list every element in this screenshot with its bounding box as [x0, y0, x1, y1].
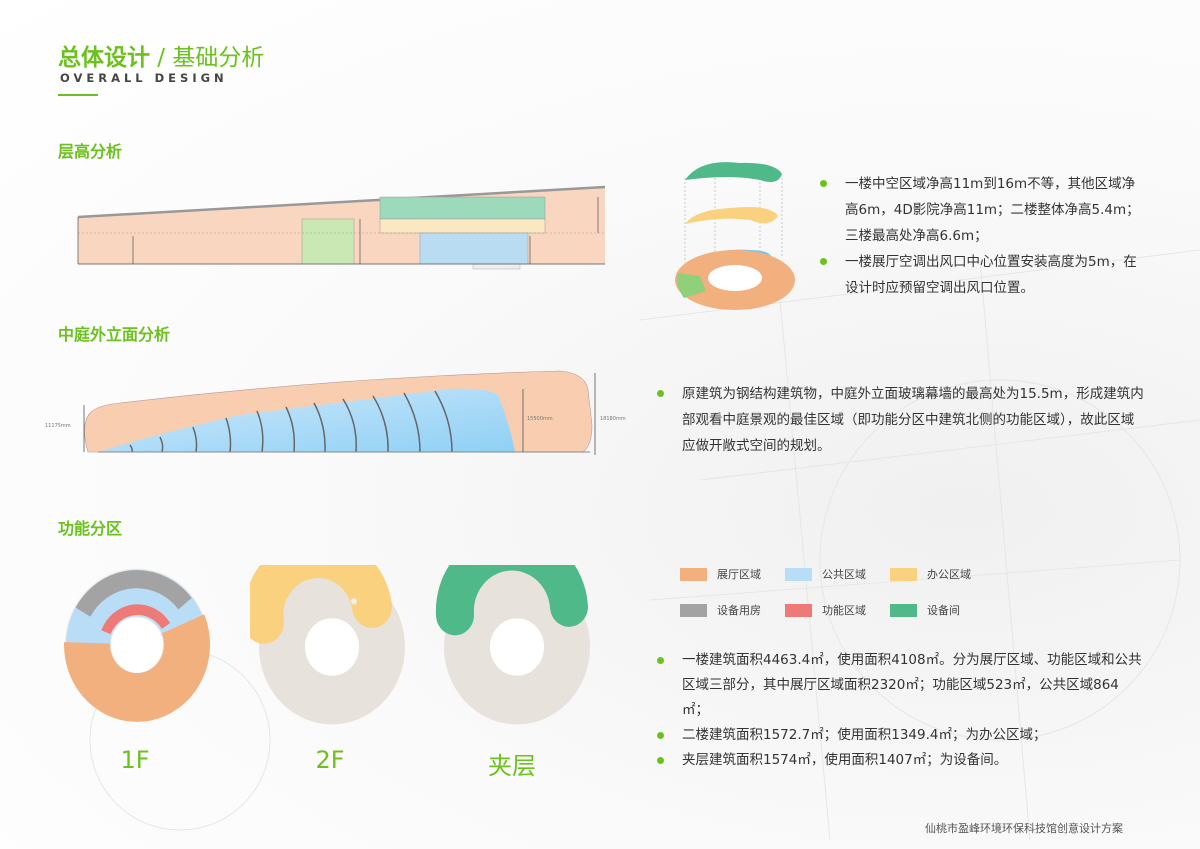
legend-item: 设备用房	[680, 602, 785, 618]
label-1f: 1F	[120, 746, 150, 774]
legend-swatch	[680, 567, 707, 581]
dim-15500: 15500mm	[527, 416, 553, 422]
bullet-item: 一楼展厅空调出风口中心位置安装高度为5m，在设计时应预留空调出风口位置。	[818, 249, 1148, 301]
legend-item: 办公区域	[890, 566, 995, 582]
legend-label: 办公区域	[927, 568, 971, 581]
floor-height-section-diagram	[77, 185, 606, 270]
legend-label: 公共区域	[822, 568, 866, 581]
legend-item: 公共区域	[785, 566, 890, 582]
floor-plan-1f	[64, 568, 210, 722]
title-main: 总体设计	[58, 45, 150, 71]
legend-item: 功能区域	[785, 602, 890, 618]
second-floor-layer	[685, 207, 778, 224]
bullet-item: 夹层建筑面积1574㎡，使用面积1407㎡；为设备间。	[655, 748, 1145, 773]
floor-height-notes: 一楼中空区域净高11m到16m不等，其他区域净高6m，4D影院净高11m；二楼整…	[818, 171, 1148, 301]
bullet-item: 原建筑为钢结构建筑物，中庭外立面玻璃幕墙的最高处为15.5m，形成建筑内部观看中…	[655, 381, 1145, 459]
legend-label: 展厅区域	[717, 568, 761, 581]
legend-item: 设备间	[890, 602, 995, 618]
zoning-legend: 展厅区域 公共区域 办公区域 设备用房 功能区域 设备间	[680, 566, 1010, 618]
title-underline	[58, 94, 98, 96]
bullet-item: 二楼建筑面积1572.7㎡；使用面积1349.4㎡；为办公区域；	[655, 723, 1145, 748]
title-sub: 基础分析	[172, 45, 265, 71]
legend-swatch	[785, 567, 812, 581]
mezzanine-layer	[685, 162, 782, 182]
dim-11175: 11175mm	[45, 423, 71, 429]
legend-item: 展厅区域	[680, 566, 785, 582]
legend-label: 设备用房	[717, 604, 761, 617]
floor-plan-mezzanine	[435, 565, 590, 725]
label-2f: 2F	[315, 746, 345, 774]
label-mezzanine: 夹层	[488, 752, 536, 780]
section-title-zoning: 功能分区	[58, 519, 123, 538]
title-separator: /	[150, 45, 173, 71]
bullet-item: 一楼建筑面积4463.4㎡，使用面积4108㎡。分为展厅区域、功能区域和公共区域…	[655, 648, 1145, 723]
zoning-notes: 一楼建筑面积4463.4㎡，使用面积4108㎡。分为展厅区域、功能区域和公共区域…	[655, 648, 1145, 773]
legend-swatch	[890, 603, 917, 617]
legend-swatch	[680, 603, 707, 617]
section-title-floor-height: 层高分析	[58, 142, 123, 161]
legend-swatch	[785, 603, 812, 617]
legend-label: 功能区域	[822, 604, 866, 617]
subtitle-en: OVERALL DESIGN	[60, 71, 228, 85]
legend-swatch	[890, 567, 917, 581]
atrium-facade-elevation: 11175mm 15500mm 18180mm	[45, 370, 626, 455]
page-title: 总体设计 / 基础分析	[58, 38, 264, 72]
legend-label: 设备间	[927, 604, 960, 617]
footer-project-name: 仙桃市盈峰环境环保科技馆创意设计方案	[925, 822, 1123, 835]
section-title-facade: 中庭外立面分析	[58, 325, 171, 344]
exploded-floor-diagram	[675, 162, 795, 310]
facade-notes: 原建筑为钢结构建筑物，中庭外立面玻璃幕墙的最高处为15.5m，形成建筑内部观看中…	[655, 381, 1145, 459]
floor-plan-2f	[250, 565, 405, 725]
bullet-item: 一楼中空区域净高11m到16m不等，其他区域净高6m，4D影院净高11m；二楼整…	[818, 171, 1148, 249]
dim-18180: 18180mm	[600, 416, 626, 422]
